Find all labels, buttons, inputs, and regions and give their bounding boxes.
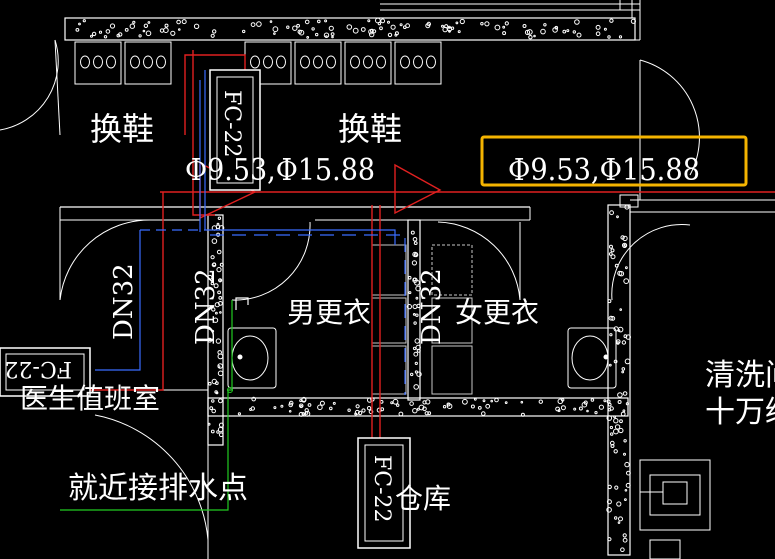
fc22-label-top: FC-22 [219,90,244,158]
label-womens-locker: 女更衣 [455,296,539,329]
label-drain-note: 就近接排水点 [68,471,248,506]
label-duty-room: 医生值班室 [20,382,160,415]
label-dn32-mid: DN32 [191,268,221,345]
label-pipe-size-highlight: Φ9.53,Φ15.88 [508,153,700,188]
label-dn32-left: DN32 [109,263,139,340]
label-class-100k: 十万级 [705,395,775,430]
label-pipe-size-left: Φ9.53,Φ15.88 [185,153,375,188]
fc22-label-bottom: FC-22 [369,455,394,523]
label-dn32-right: DN32 [417,268,447,345]
label-shoe-change-right: 换鞋 [338,110,402,148]
fc22-label-left: FC-22 [4,356,72,381]
label-shoe-change-left: 换鞋 [90,110,154,148]
label-storage: 仓库 [395,482,451,515]
label-mens-locker: 男更衣 [287,296,371,329]
label-cleaning-room: 清洗间 [705,358,775,393]
